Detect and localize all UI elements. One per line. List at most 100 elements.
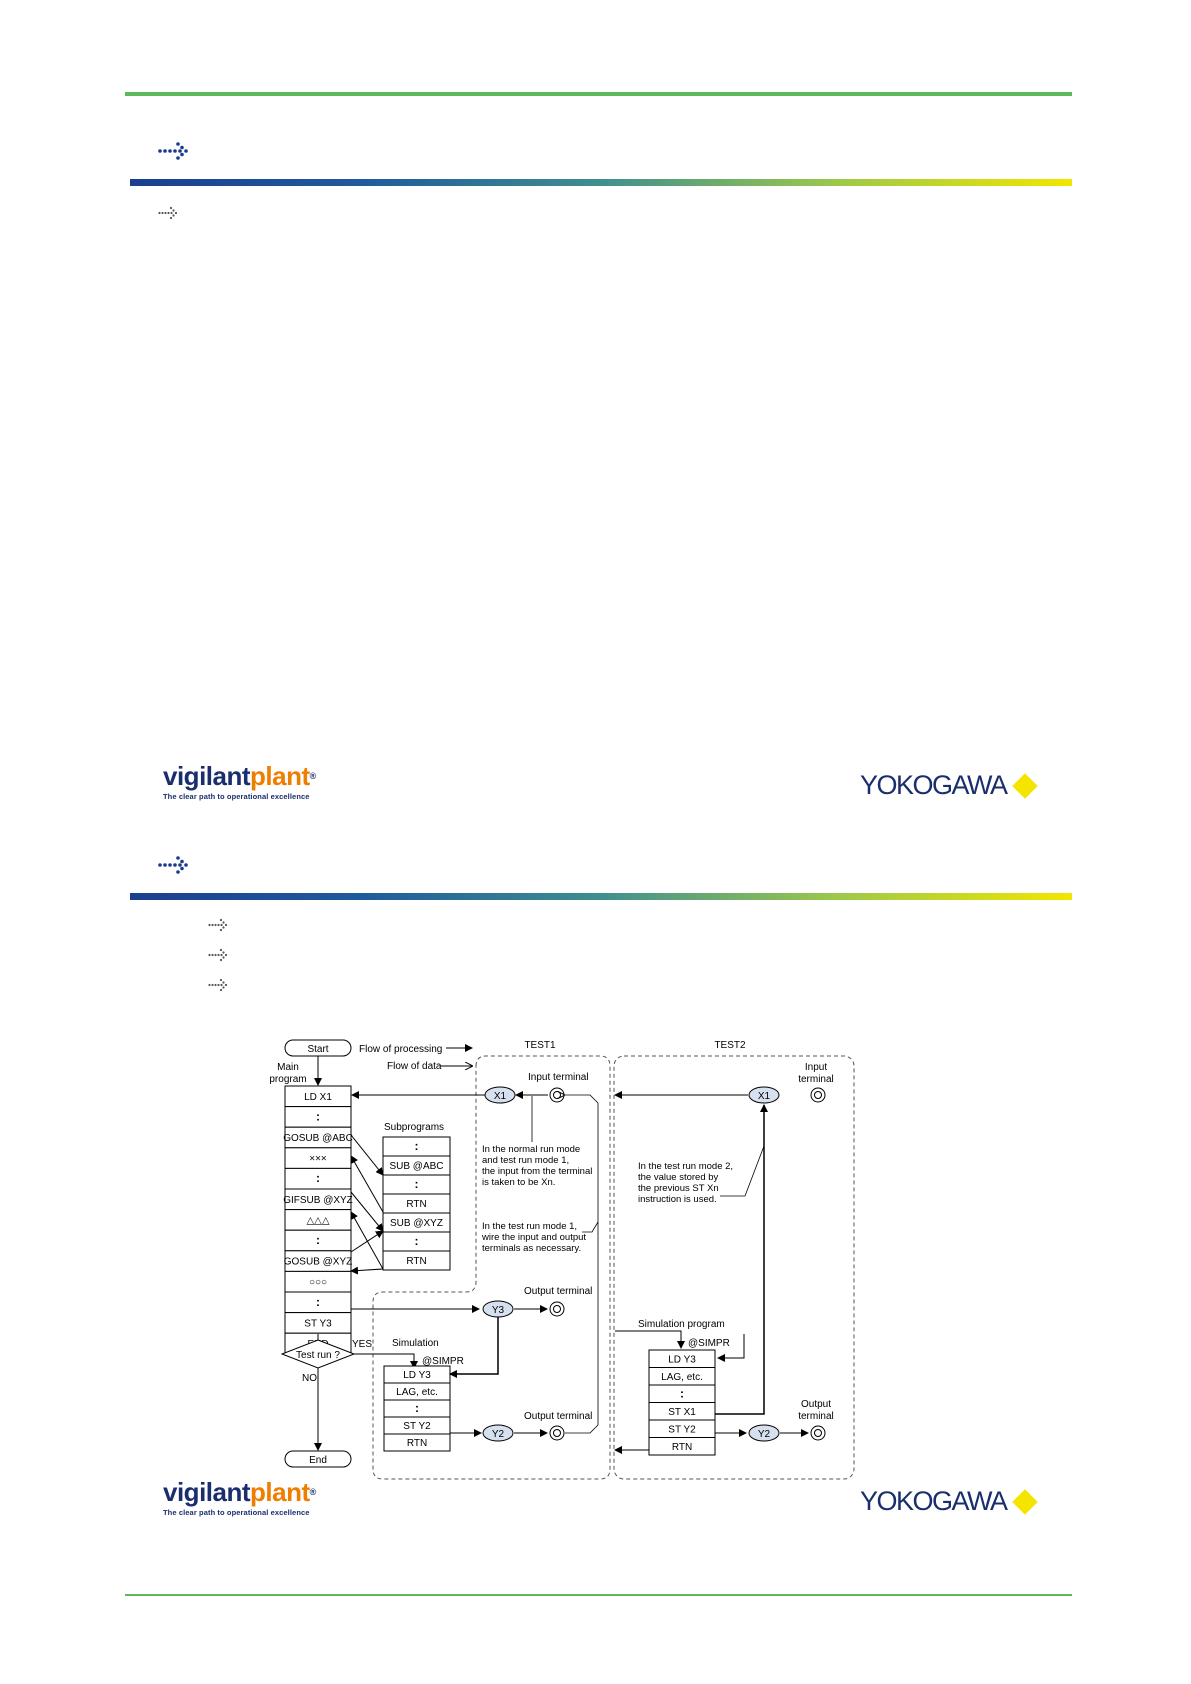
simulation2-cell-label: LAG, etc. [661, 1372, 703, 1383]
logo-tagline: The clear path to operational excellence [163, 1508, 310, 1517]
title-arrow-icon-2 [158, 856, 188, 874]
main-program-cell-label: : [316, 1295, 320, 1309]
main-program-cell-label: : [316, 1171, 320, 1185]
note-test2-2: the value stored by [638, 1172, 719, 1183]
note-normal-1: In the normal run mode [482, 1144, 580, 1155]
title-arrow-icon [158, 142, 188, 160]
registered-mark: ® [309, 771, 317, 781]
subprogram-cell [382, 1250, 451, 1271]
subprograms-label: Subprograms [384, 1122, 444, 1133]
output-terminal-test2-label-2: terminal [798, 1411, 834, 1422]
return-arrow-xyz-1 [350, 1211, 384, 1270]
end-terminator [284, 1450, 352, 1468]
main-program-cell-label: ○○○ [309, 1277, 327, 1288]
note-test1-3: terminals as necessary. [482, 1243, 581, 1254]
output-terminal-label-2: Output terminal [524, 1411, 592, 1422]
subprogram-cell-label: SUB @ABC [389, 1161, 443, 1172]
call-arrow-xyz-1 [350, 1191, 384, 1232]
call-arrow-xyz-2 [350, 1230, 384, 1253]
simulation1-cell-label: LAG, etc. [396, 1387, 438, 1398]
simulation2-cell-label: LD Y3 [668, 1354, 696, 1365]
simulation2-cell [648, 1437, 716, 1456]
x1-node-test2 [748, 1086, 780, 1104]
simulation-program-label: Simulation program [638, 1319, 725, 1330]
title-underline-gradient [130, 179, 1072, 186]
main-program-cell-label: GIFSUB @XYZ [283, 1195, 353, 1206]
main-program-label-1: Main [277, 1062, 299, 1073]
note-test2-3: the previous ST Xn [638, 1183, 719, 1194]
y3-label: Y3 [492, 1305, 505, 1316]
subprogram-cell-label: : [415, 1139, 419, 1153]
note-test2-4: instruction is used. [638, 1194, 717, 1205]
note-test2-1: In the test run mode 2, [638, 1161, 733, 1172]
output-terminal-y2-inner [553, 1429, 561, 1437]
input-terminal-test2-label-2: terminal [798, 1074, 834, 1085]
simulation2-cell-label: ST Y2 [668, 1424, 696, 1435]
y2-node-test1 [482, 1424, 514, 1442]
main-program-cell-label: GOSUB @XYZ [284, 1257, 353, 1268]
y2-label-test1: Y2 [492, 1429, 505, 1440]
main-program-cell-label: : [316, 1233, 320, 1247]
note-test1-1: In the test run mode 1, [482, 1221, 577, 1232]
yes-label: YES [352, 1339, 372, 1350]
main-program-cell-label: LD X1 [304, 1092, 332, 1103]
end-label: End [309, 1455, 327, 1466]
logo-word-plant: plant [250, 761, 310, 791]
simpr-label-1: @SIMPR [422, 1356, 464, 1367]
logo-word-vigilant: vigilant [163, 1477, 251, 1507]
yokogawa-logo: YOKOGAWA [860, 770, 1008, 800]
return-arrow-abc [350, 1155, 384, 1213]
logo-word-plant: plant [250, 1477, 310, 1507]
main-program-label-2: program [269, 1074, 306, 1085]
bullet-arrow-icon [158, 206, 178, 220]
yes-to-simulation [354, 1353, 418, 1369]
output-terminal-test2-inner [814, 1429, 822, 1437]
y3-to-ldy3 [449, 1317, 499, 1378]
subprogram-cell-label: SUB @XYZ [390, 1218, 443, 1229]
output-terminal-test2-label-1: Output [801, 1399, 831, 1410]
registered-mark: ® [309, 1487, 317, 1497]
main-program-table: LD X1:GOSUB @ABC×××:GIFSUB @XYZ△△△:GOSUB… [283, 1085, 353, 1355]
x1-label-test1: X1 [494, 1091, 507, 1102]
simulation1-cell-label: LD Y3 [403, 1370, 431, 1381]
no-label: NO [302, 1373, 317, 1384]
simpr-label-2: @SIMPR [688, 1338, 730, 1349]
simulation2-cell-label: ST X1 [668, 1407, 696, 1418]
logo-word-vigilant: vigilant [163, 761, 251, 791]
main-program-cell-label: GOSUB @ABC [283, 1133, 353, 1144]
test1-label: TEST1 [524, 1040, 556, 1051]
main-program-cell-label: ST Y3 [304, 1318, 332, 1329]
main-program-cell-label: ××× [309, 1154, 327, 1165]
test2-region [613, 1055, 855, 1480]
simulation-label: Simulation [392, 1338, 439, 1349]
y2-node-test2 [748, 1424, 780, 1442]
output-terminal-y3-inner [553, 1305, 561, 1313]
yokogawa-logo-2: YOKOGAWA [860, 1486, 1008, 1516]
title-underline-gradient-2 [130, 893, 1072, 900]
flow-processing-label: Flow of processing [359, 1044, 442, 1055]
flow-data-label: Flow of data [387, 1061, 442, 1072]
main-program-cell-label: : [316, 1109, 320, 1123]
note-normal-2: and test run mode 1, [482, 1155, 569, 1166]
simulation2-cell-label: RTN [672, 1442, 692, 1453]
test2-label: TEST2 [714, 1040, 746, 1051]
bullet-arrow-icon-2 [208, 948, 228, 962]
note-test2-pointer [720, 1145, 765, 1197]
subprogram-cell-label: RTN [406, 1256, 426, 1267]
note-normal-3: the input from the terminal [482, 1166, 592, 1177]
logo-tagline: The clear path to operational excellence [163, 792, 310, 801]
input-terminal-test2-label-1: Input [805, 1062, 827, 1073]
simpr-loop [717, 1334, 745, 1362]
input-terminal-test1-inner [553, 1091, 561, 1099]
bullet-arrow-icon-1 [208, 918, 228, 932]
subprogram-cell-label: : [415, 1177, 419, 1191]
top-green-rule [125, 92, 1072, 96]
simulation1-cell-label: : [415, 1401, 419, 1415]
output-terminal-label-1: Output terminal [524, 1286, 592, 1297]
start-label: Start [307, 1044, 328, 1055]
note-normal-4: is taken to be Xn. [482, 1177, 555, 1188]
note-test1-2: wire the input and output [481, 1232, 586, 1243]
simulation1-cell-label: RTN [407, 1438, 427, 1449]
